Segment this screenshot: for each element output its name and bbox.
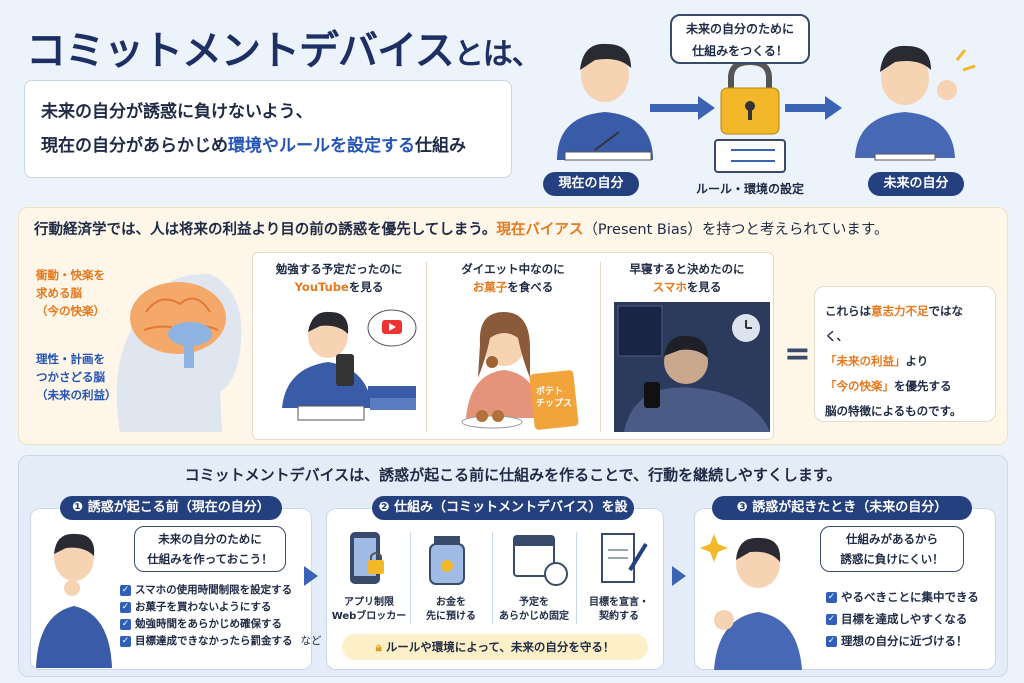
tool-deposit: お金を先に預ける [426,597,476,622]
future-self-figure [855,45,976,161]
definition-line-1: 未来の自分が誘惑に負けないよう、 [41,102,313,122]
scene-snack-caption: ダイエット中なのにお菓子を食べる [461,262,565,294]
step2-tool-icons [350,532,648,586]
brain-illustration [116,273,242,432]
conclusion-box: これらは意志力不足ではなく、 「未来の利益」より 「今の快楽」を優先する 脳の特… [814,286,996,422]
phone-lock-icon [350,532,384,584]
step3-confident-boy [700,534,802,670]
coin-jar-icon [429,536,465,585]
step-arrow-2 [672,566,686,586]
step3-item: ✓やるべきことに集中できる [826,590,979,604]
definition-box: 未来の自分が誘惑に負けないよう、 現在の自分があらかじめ環境やルールを設定する仕… [24,80,512,178]
step3-item: ✓目標を達成しやすくなる [826,612,968,626]
definition-line-2: 現在の自分があらかじめ環境やルールを設定する仕組み [41,136,466,156]
commitment-heading: コミットメントデバイスは、誘惑が起こる前に仕組みを作ることで、行動を継続しやすく… [184,466,842,484]
step1-thinking-boy [36,533,112,668]
night-phone-scene-illustration [614,302,770,432]
chips-text: ポテト [536,385,563,397]
page-title: コミットメントデバイスとは、 [26,28,542,74]
step1-item: ✓勉強時間をあらかじめ確保する [120,618,282,630]
step1-speech-bubble: 未来の自分のために仕組みを作っておこう！ [134,526,286,572]
top-diagram-illustration [557,43,976,173]
present-self-figure [557,43,653,161]
step2-label: ❷ 仕組み（コミットメントデバイス）を設定 [372,496,634,539]
step1-item: ✓スマホの使用時間制限を設定する [120,584,293,596]
present-self-tag: 現在の自分 [543,172,639,196]
scene-phone-caption: 早寝すると決めたのにスマホを見る [629,262,745,294]
reason-brain-label: 理性・計画をつかさどる脳（未来の利益） [36,352,117,402]
equals-sign: = [784,334,811,372]
step3-label: ❸ 誘惑が起きたとき（未来の自分） [712,496,972,520]
youtube-scene-illustration [282,309,417,421]
lock-icon: 🔒︎ [375,640,382,654]
contract-pen-icon [601,533,648,583]
present-bias-lead: 行動経済学では、人は将来の利益より目の前の誘惑を優先してしまう。現在バイアス（P… [34,222,889,238]
step1-item: ✓お菓子を買わないようにする [120,601,272,613]
impulse-brain-label: 衝動・快楽を求める脳（今の快楽） [36,268,105,318]
step3-speech-bubble: 仕組みがあるから誘惑に負けにくい！ [820,526,964,572]
svg-text:チップス: チップス [536,397,572,409]
rules-env-label: ルール・環境の設定 [695,182,804,196]
step1-item: ✓目標達成できなかったら罰金するなど [120,635,322,647]
tool-schedule: 予定をあらかじめ固定 [499,597,569,622]
step1-label: ❶ 誘惑が起こる前（現在の自分） [60,496,282,520]
snack-scene-illustration: ポテト チップス [461,312,579,430]
step-arrow-1 [304,566,318,586]
calendar-clock-icon [513,535,568,586]
top-speech-bubble: 未来の自分のために仕組みをつくる！ [670,14,810,64]
future-self-tag: 未来の自分 [868,172,964,196]
tool-contract: 目標を宣言・契約する [589,597,649,622]
step2-footer: 🔒︎ ルールや環境によって、未来の自分を守る！ [342,634,648,660]
step3-checklist: ✓やるべきことに集中できる ✓目標を達成しやすくなる ✓理想の自分に近づける！ [826,586,979,652]
step1-checklist: ✓スマホの使用時間制限を設定する ✓お菓子を買わないようにする ✓勉強時間をあら… [120,582,322,650]
step3-item: ✓理想の自分に近づける！ [826,634,968,648]
